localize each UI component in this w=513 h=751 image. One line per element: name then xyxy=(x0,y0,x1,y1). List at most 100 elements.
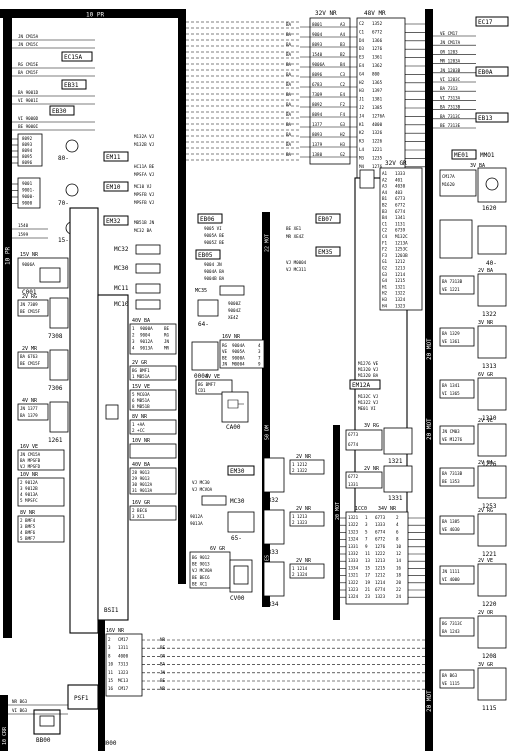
c80-label: 80- xyxy=(58,155,69,162)
tag-ec15a xyxy=(61,51,93,62)
tag-em35-label: EM35 xyxy=(318,249,333,256)
pin-id: L4 xyxy=(359,147,365,152)
c16vnr-b-title: 16V NR xyxy=(106,628,125,634)
eb05-w2: 9004B BA xyxy=(204,276,225,281)
pin-id: 10 xyxy=(108,662,114,667)
tag-ec15a-label: EC15A xyxy=(64,54,82,61)
em11-w3: MPSFA VJ xyxy=(134,172,154,177)
c15vve-r0: 5 MC03A xyxy=(132,392,150,397)
c65-label: 65- xyxy=(231,535,242,542)
pin-code: 9004 xyxy=(312,32,323,37)
tag-em10 xyxy=(103,181,129,192)
c1221-label: 1221 xyxy=(482,551,497,558)
connector-32v-gr-title: 32V GR xyxy=(385,160,407,167)
c1331-w1: 6772 xyxy=(348,474,359,479)
tag-eb31-label: EB31 xyxy=(64,82,79,89)
c1276-w1: JN CM03 xyxy=(442,429,460,434)
pin-id: 2 xyxy=(132,333,135,338)
pin-code: 9004 xyxy=(140,333,151,338)
c1310-title: 6V GR xyxy=(478,372,494,378)
bsi1-fuse-icon xyxy=(105,404,119,420)
pin-code: 1321 xyxy=(348,515,359,520)
c1220-w1: JN 1111 xyxy=(442,569,460,574)
pin-code: MC13 xyxy=(118,678,129,683)
pin-id: H2 xyxy=(359,80,365,85)
pin-id: B2 xyxy=(340,52,346,57)
wire-label: BA 7313B xyxy=(440,105,461,110)
wire-color: RG xyxy=(164,333,170,338)
pin-code: M0004 xyxy=(232,362,245,367)
em12a-w0: M1276 VE xyxy=(358,361,379,366)
eb06-w0: 9005 VI xyxy=(204,226,222,231)
tag-eb07 xyxy=(315,213,341,224)
pin-id: H4 xyxy=(382,303,388,308)
pin-id: 22 xyxy=(396,587,402,592)
c64-w2: XE4Z xyxy=(228,315,239,320)
pin-code: 1212 xyxy=(375,573,386,578)
pin-code: 1276 xyxy=(372,164,383,169)
mc35-box xyxy=(219,285,245,296)
tag-em32-label: EM32 xyxy=(106,218,121,225)
pin-code: 1326 xyxy=(372,130,383,135)
crr-w0: NR B63 xyxy=(12,699,28,704)
center-stack: 2V GR BG BMF1 1 MB51A 15V VE 5 MC03A 6 M… xyxy=(129,360,177,521)
c1331-w2: 1331 xyxy=(348,482,359,487)
ca00-icon xyxy=(227,399,244,409)
em10-w1: MPSFB VJ xyxy=(134,192,154,197)
pin-id: G2 xyxy=(340,152,346,157)
pin-code: 1333 xyxy=(375,522,386,527)
mmo1-label: MMO1 xyxy=(480,152,495,159)
c1208-w2: BA 1243 xyxy=(442,629,460,634)
pin-id: 2 xyxy=(108,637,111,642)
pin-code: 1253C xyxy=(395,247,408,252)
pin-code: 1276A xyxy=(372,113,385,118)
ec15a-wires: JN CM15A JN CM15C RG CM15E BA CM15F xyxy=(12,34,95,77)
c1276-frame xyxy=(439,425,475,445)
psf1-label: PSF1 xyxy=(74,695,89,702)
stack-10vnr-title: 10V NR xyxy=(20,472,39,478)
pin-code: 8096 xyxy=(22,160,33,165)
c1253-title: 2V BA xyxy=(478,460,493,466)
pin-id: E4 xyxy=(340,92,346,97)
pin-id: E4 xyxy=(359,63,365,68)
pin-code: 8092 xyxy=(312,102,323,107)
c1310-box xyxy=(477,377,507,411)
pin-id: 9 xyxy=(258,362,261,367)
c15-w0: 1540 xyxy=(18,223,29,228)
c2vgr-r1: 1 MB51A xyxy=(132,374,150,379)
c001-title: 15V NR xyxy=(20,252,39,258)
eb07-w1: MR XE4Z xyxy=(286,234,304,239)
c1332-frame xyxy=(289,459,325,475)
tag-eb0a-label: EB0A xyxy=(478,69,493,76)
wire-color: JN xyxy=(160,670,166,675)
eb30-w0: VI 9000D xyxy=(18,116,39,121)
ec15a-w3: BA CM15F xyxy=(18,70,39,75)
c1310-w1: BA 1341 xyxy=(442,383,460,388)
em12b-w2: ME01 VI xyxy=(358,406,376,411)
c16vgr-r1: 3 XC1 xyxy=(132,514,145,519)
bus-crr-label: 10 CRR xyxy=(2,726,8,745)
c1334-label: 1334 xyxy=(264,601,279,608)
c7308-w2: BE CM15F xyxy=(20,309,41,314)
wire-label: VE CM17 xyxy=(440,31,458,36)
ec15a-w2: RG CM15E xyxy=(18,62,39,67)
c40vba2-r1: 29 9013 xyxy=(132,476,150,481)
pin-id: A2 xyxy=(382,177,388,182)
tag-eb0a xyxy=(475,66,509,77)
pin-code: 9000 xyxy=(22,201,33,206)
pin-id: 8 xyxy=(396,537,399,542)
pin-id: 10 xyxy=(396,544,402,549)
em11-w0: M132A VJ xyxy=(134,134,154,139)
bus-crr xyxy=(0,695,8,751)
pin-code: 7313 xyxy=(118,662,129,667)
pin-id: J4 xyxy=(359,113,365,118)
wire-label: BA 7313 xyxy=(440,86,458,91)
pin-code: 6772 xyxy=(372,29,383,34)
pin-id: 7 xyxy=(258,355,261,360)
pin-code: 1131 xyxy=(395,221,406,226)
c1333-label: 1333 xyxy=(264,549,279,556)
pin-code: 1362 xyxy=(372,63,383,68)
pin-code: BE 9013 xyxy=(192,562,210,567)
pin-code: M132C xyxy=(395,234,408,239)
c64-w1: 9004Z xyxy=(228,308,241,313)
